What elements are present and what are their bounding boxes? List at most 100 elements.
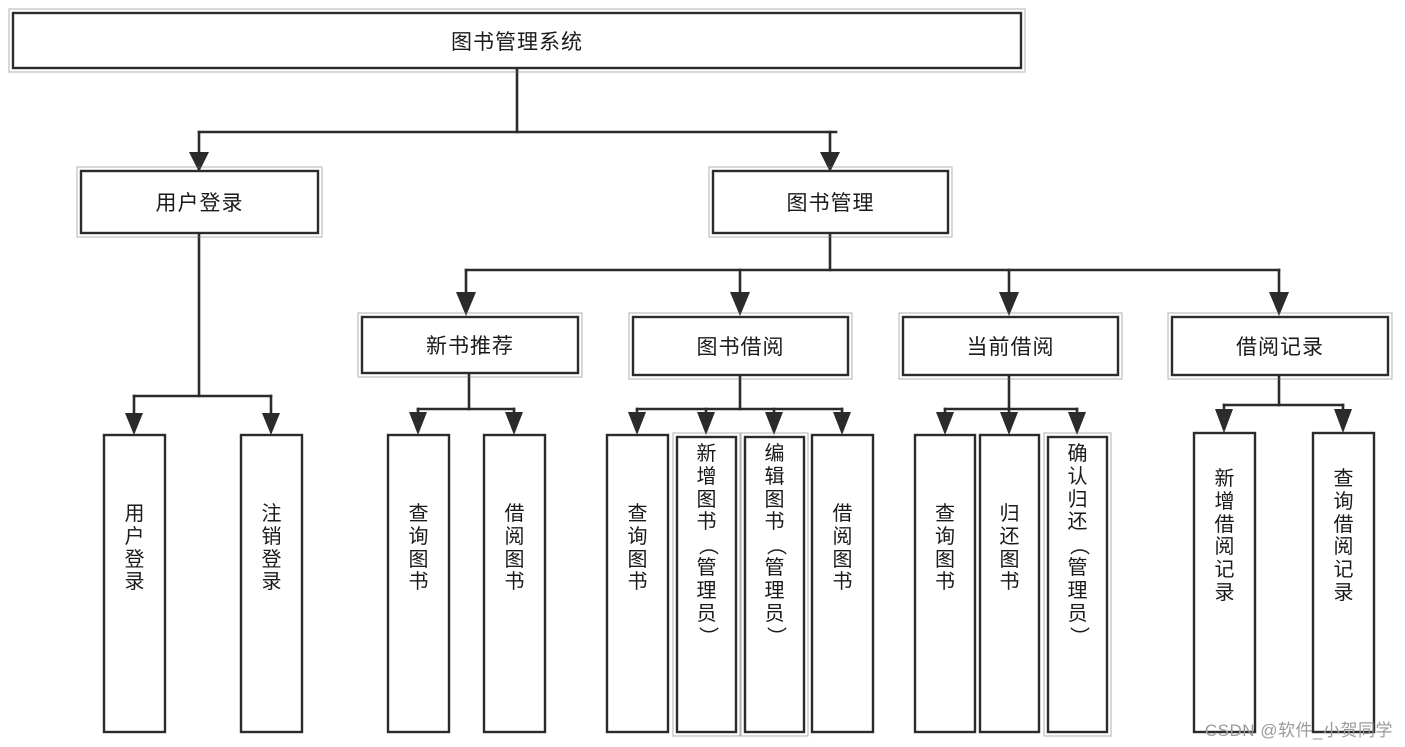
label-leaf-add-record: 新增借阅记录 bbox=[1194, 468, 1255, 605]
label-leaf-return-book: 归还图书 bbox=[980, 503, 1039, 594]
node-leaf-return-book-box[interactable] bbox=[978, 433, 1041, 734]
label-char: 还 bbox=[999, 525, 1020, 548]
label-char: 记 bbox=[1214, 559, 1235, 582]
node-root-box[interactable] bbox=[11, 11, 1023, 70]
label-char: 图 bbox=[764, 488, 785, 511]
arrow-new-book-recommend-icon bbox=[456, 292, 476, 316]
label-char: 新 bbox=[1214, 468, 1235, 490]
arrow-leaf-query-book-3-icon bbox=[936, 412, 954, 435]
label-char: 借 bbox=[1333, 513, 1354, 536]
label-char: 录 bbox=[124, 571, 145, 594]
label-char: 理 bbox=[1067, 579, 1088, 602]
node-leaf-add-book-box-shadow bbox=[672, 432, 741, 737]
node-book-borrow-box[interactable] bbox=[631, 315, 850, 377]
label-char: 录 bbox=[1214, 581, 1235, 604]
node-leaf-borrow-book-1-box[interactable] bbox=[482, 433, 547, 734]
node-borrow-record-box-shadow bbox=[1167, 312, 1393, 380]
label-char: 归 bbox=[999, 503, 1020, 525]
label-char: 增 bbox=[696, 465, 717, 488]
label-char: ） bbox=[695, 626, 718, 647]
node-new-book-recommend-box[interactable] bbox=[360, 315, 580, 375]
label-char: 图 bbox=[935, 548, 955, 571]
arrow-current-borrow-icon bbox=[999, 292, 1019, 316]
label-leaf-query-book-3: 查询图书 bbox=[915, 503, 975, 594]
label-char: 阅 bbox=[832, 525, 853, 548]
node-book-management-box[interactable] bbox=[711, 169, 950, 235]
label-char: 注 bbox=[261, 503, 282, 525]
label-char: 员 bbox=[696, 602, 717, 625]
node-book-borrow-box-shadow bbox=[628, 312, 853, 380]
arrow-leaf-edit-book-icon bbox=[765, 412, 783, 435]
node-leaf-edit-book-box[interactable] bbox=[743, 435, 806, 734]
node-leaf-user-login-box[interactable] bbox=[102, 433, 167, 734]
node-leaf-confirm-return-box[interactable] bbox=[1046, 435, 1109, 734]
arrow-borrow-record-icon bbox=[1269, 292, 1289, 316]
arrow-book-borrow-icon bbox=[730, 292, 750, 316]
node-borrow-record-box[interactable] bbox=[1170, 315, 1390, 377]
label-char: 销 bbox=[261, 525, 282, 548]
arrow-leaf-logout-icon bbox=[262, 413, 280, 435]
node-leaf-query-book-1-box[interactable] bbox=[386, 433, 451, 734]
label-char: 查 bbox=[627, 503, 648, 525]
label-char: （ bbox=[1066, 535, 1089, 556]
label-char: 记 bbox=[1333, 559, 1354, 582]
label-leaf-logout: 注销登录 bbox=[241, 503, 302, 594]
label-leaf-query-book-2: 查询图书 bbox=[607, 503, 668, 594]
label-char: 借 bbox=[1214, 513, 1235, 536]
arrow-leaf-confirm-return-icon bbox=[1068, 412, 1086, 435]
label-char: 还 bbox=[1067, 511, 1088, 534]
label-char: 借 bbox=[504, 503, 525, 525]
node-leaf-query-book-2-box[interactable] bbox=[605, 433, 670, 734]
node-root-box-shadow bbox=[8, 8, 1026, 73]
label-char: 图 bbox=[832, 548, 853, 571]
label-leaf-confirm-return: 确认归还（管理员） bbox=[1048, 443, 1107, 648]
label-char: 员 bbox=[764, 602, 785, 625]
label-char: 图 bbox=[627, 548, 648, 571]
node-leaf-borrow-book-2-box[interactable] bbox=[810, 433, 875, 734]
label-char: 登 bbox=[124, 548, 145, 571]
label-leaf-user-login: 用户登录 bbox=[104, 503, 165, 594]
label-char: 增 bbox=[1214, 490, 1235, 513]
label-char: 录 bbox=[1333, 581, 1354, 604]
label-char: 询 bbox=[935, 525, 955, 548]
label-char: 编 bbox=[764, 443, 785, 465]
node-current-borrow-box[interactable] bbox=[901, 315, 1120, 377]
label-leaf-query-book-1: 查询图书 bbox=[388, 503, 449, 594]
label-char: 理 bbox=[696, 579, 717, 602]
node-leaf-query-record-box[interactable] bbox=[1311, 431, 1376, 734]
label-char: 查 bbox=[408, 503, 429, 525]
label-borrow-record: 借阅记录 bbox=[1236, 336, 1324, 359]
label-char: 录 bbox=[261, 571, 282, 594]
label-char: 用 bbox=[124, 503, 145, 525]
label-char: 图 bbox=[408, 548, 429, 571]
node-user-login-box[interactable] bbox=[79, 169, 320, 235]
label-char: （ bbox=[695, 535, 718, 556]
label-root: 图书管理系统 bbox=[451, 30, 583, 54]
label-char: 书 bbox=[408, 571, 429, 594]
label-char: 认 bbox=[1067, 465, 1088, 488]
edge-layer bbox=[125, 66, 1352, 435]
label-char: 查 bbox=[935, 503, 955, 525]
label-char: 书 bbox=[627, 571, 648, 594]
label-book-borrow: 图书借阅 bbox=[696, 336, 785, 359]
label-char: 书 bbox=[999, 571, 1020, 594]
label-char: 阅 bbox=[1333, 536, 1354, 559]
node-leaf-query-book-3-box[interactable] bbox=[913, 433, 977, 734]
label-current-borrow: 当前借阅 bbox=[966, 336, 1055, 359]
node-leaf-add-book-box[interactable] bbox=[675, 435, 738, 734]
arrow-leaf-add-record-icon bbox=[1215, 409, 1233, 433]
arrow-leaf-borrow-book-1-icon bbox=[505, 412, 523, 435]
node-layer bbox=[8, 8, 1393, 737]
arrow-leaf-query-record-icon bbox=[1334, 409, 1352, 433]
node-leaf-add-record-box[interactable] bbox=[1192, 431, 1257, 734]
label-leaf-borrow-book-1: 借阅图书 bbox=[484, 503, 545, 594]
label-char: 询 bbox=[627, 525, 648, 548]
arrow-to-user-login-icon bbox=[189, 152, 209, 172]
arrow-leaf-user-login-icon bbox=[125, 413, 143, 435]
label-char: 理 bbox=[764, 579, 785, 602]
node-current-borrow-box-shadow bbox=[898, 312, 1123, 380]
label-char: 图 bbox=[999, 548, 1020, 571]
node-leaf-logout-box[interactable] bbox=[239, 433, 304, 734]
label-char: 员 bbox=[1067, 602, 1088, 625]
